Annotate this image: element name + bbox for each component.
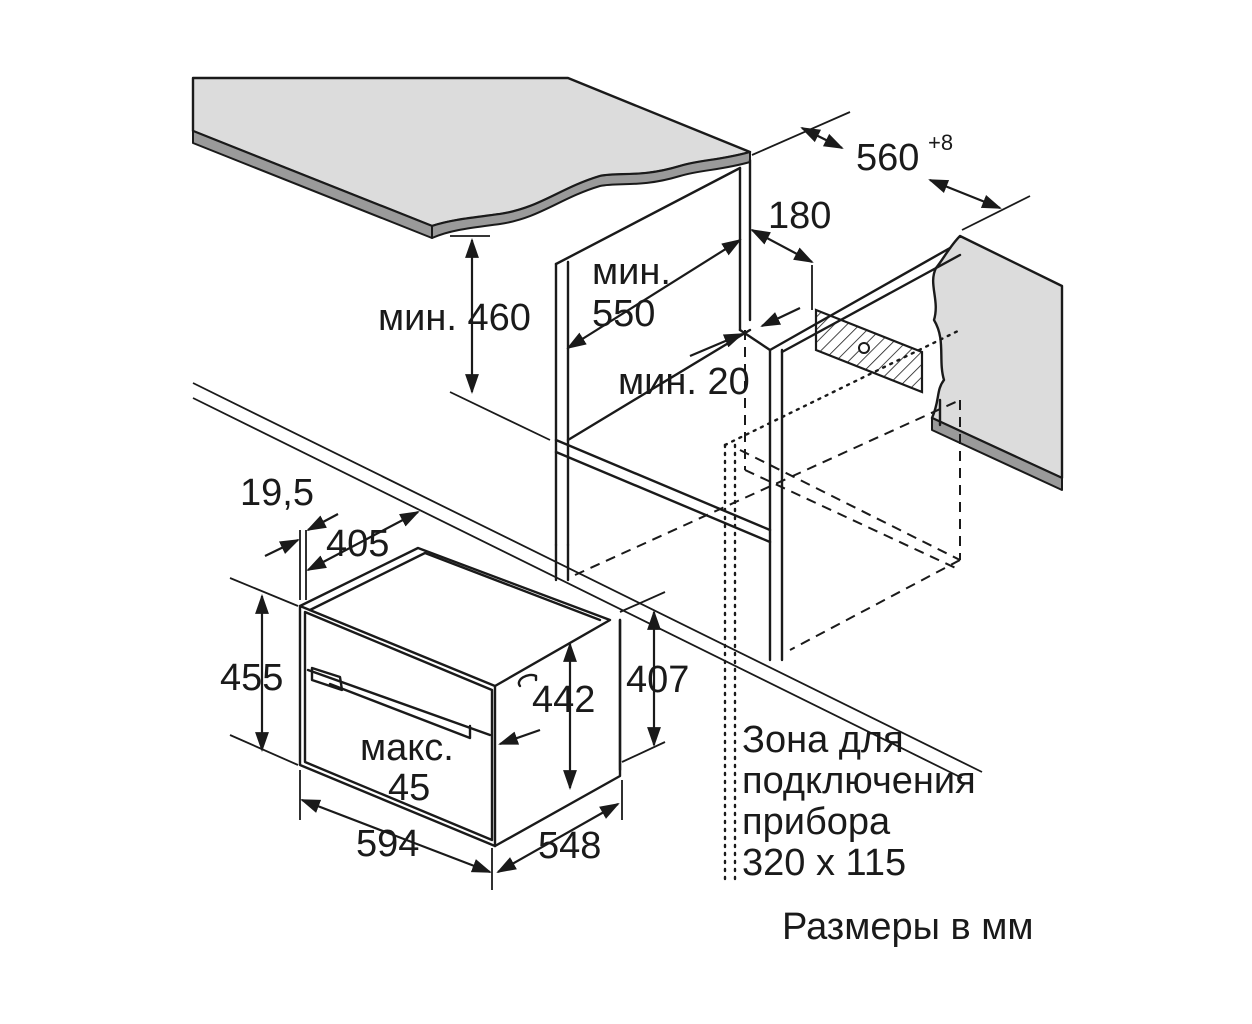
dimension-labels: 560 +8 180 мин. 550 мин. 460 мин. 20 19,… (220, 130, 953, 867)
label-560: 560 (856, 137, 919, 179)
legend-zone-line2: подключения (742, 760, 976, 802)
label-max-a: макс. (360, 727, 454, 769)
oven-appliance (298, 546, 622, 848)
power-socket (814, 308, 924, 394)
label-min-550-b: 550 (592, 293, 655, 335)
cabinet-niche (554, 158, 962, 662)
label-405: 405 (326, 523, 389, 565)
label-max-b: 45 (388, 767, 430, 809)
label-548: 548 (538, 825, 601, 867)
connection-zone-legend: Зона для подключения прибора 320 x 115 (742, 720, 976, 884)
label-560-tolerance: +8 (928, 130, 953, 155)
dimension-lines (229, 111, 1031, 890)
legend-zone-line4: 320 x 115 (742, 842, 907, 884)
connection-zone-dotted (723, 328, 962, 882)
left-countertop (191, 76, 752, 239)
legend-zone-line1: Зона для (742, 719, 904, 761)
label-455: 455 (220, 657, 283, 699)
units-note: Размеры в мм (782, 906, 1034, 948)
label-594: 594 (356, 823, 419, 865)
label-19-5: 19,5 (240, 472, 314, 514)
legend-zone-line3: прибора (742, 801, 891, 843)
label-407: 407 (626, 659, 689, 701)
label-442: 442 (532, 679, 595, 721)
niche-dashed-outline (574, 330, 961, 651)
right-countertop (930, 234, 1064, 491)
label-180: 180 (768, 195, 831, 237)
floor-lines (192, 382, 983, 779)
label-min-550-a: мин. (592, 251, 671, 293)
label-min-20: мин. 20 (618, 361, 750, 403)
label-min-460: мин. 460 (378, 297, 531, 339)
